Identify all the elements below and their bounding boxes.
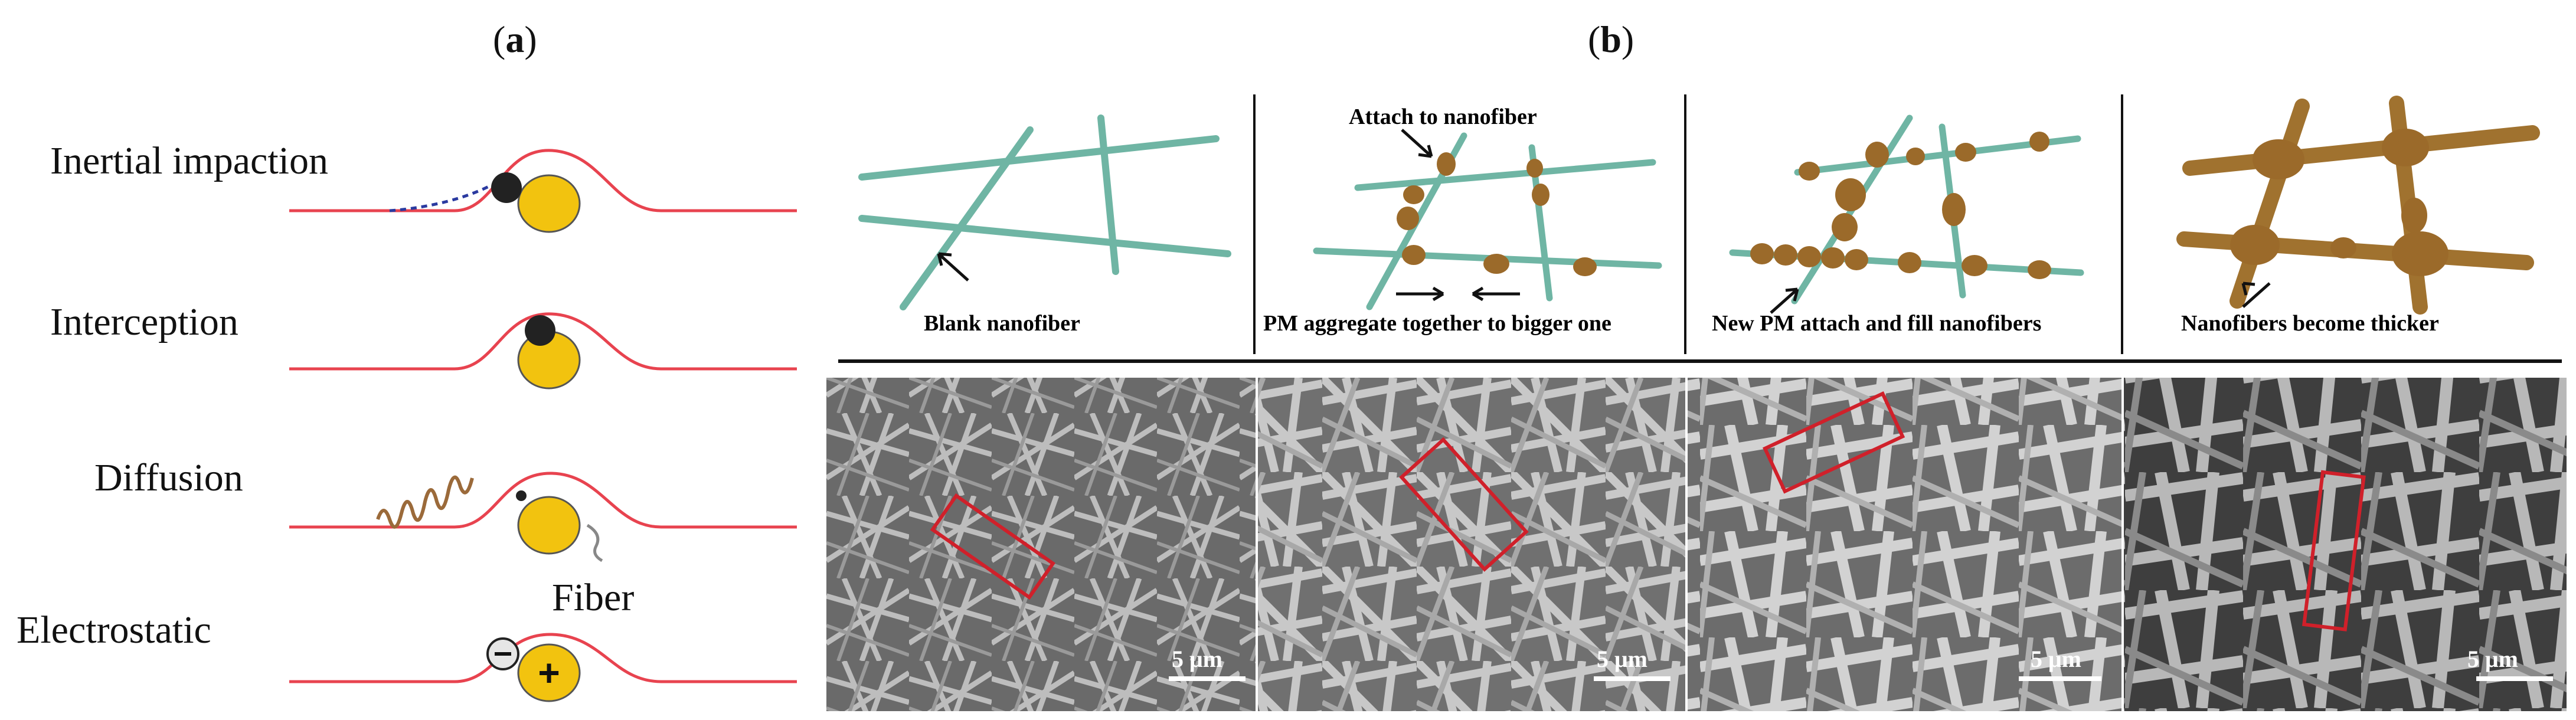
particle [491,172,522,203]
mechanism-electrostatic-diagram: + [289,634,797,701]
fiber-circle [518,497,580,554]
sem-image-3: 5 μm [1688,378,2121,711]
brownian-path [378,477,472,527]
mechanism-inertial-impaction-diagram [289,150,797,232]
stage-3-schematic [1732,118,2081,301]
sem-image-4: 5 μm [2124,378,2567,711]
stage-4-caption: Nanofibers become thicker [2181,311,2439,336]
diffusion-tail [587,525,602,561]
plus-sign-icon: + [538,652,560,694]
stage-2-schematic [1316,136,1659,307]
sem-image-1: 5 μm [826,378,1256,711]
stage-1-schematic [862,118,1228,307]
stage-3-caption: New PM attach and fill nanofibers [1712,311,2041,336]
mechanism-interception-diagram [289,314,797,388]
sem-image-2: 5 μm [1258,378,1685,711]
particle [525,315,555,346]
scale-bar-label: 5 μm [1597,646,1647,672]
stage-2-top-note: Attach to nanofiber [1349,104,1537,129]
stage-4-schematic [2184,103,2532,307]
arrow-icon [1402,130,1431,156]
stage-2-caption: PM aggregate together to bigger one [1263,311,1611,336]
mechanism-diffusion-diagram [289,473,797,561]
particle [516,490,527,501]
fiber-circle [518,175,580,232]
arrow-right-icon [1396,288,1443,300]
scale-bar-label: 5 μm [2467,646,2518,672]
arrow-left-icon [1473,288,1520,300]
scale-bar-label: 5 μm [1172,646,1222,672]
particle-trajectory [390,186,490,211]
scale-bar-label: 5 μm [2031,646,2081,672]
stage-1-caption: Blank nanofiber [924,311,1080,336]
arrow-icon [939,254,968,280]
